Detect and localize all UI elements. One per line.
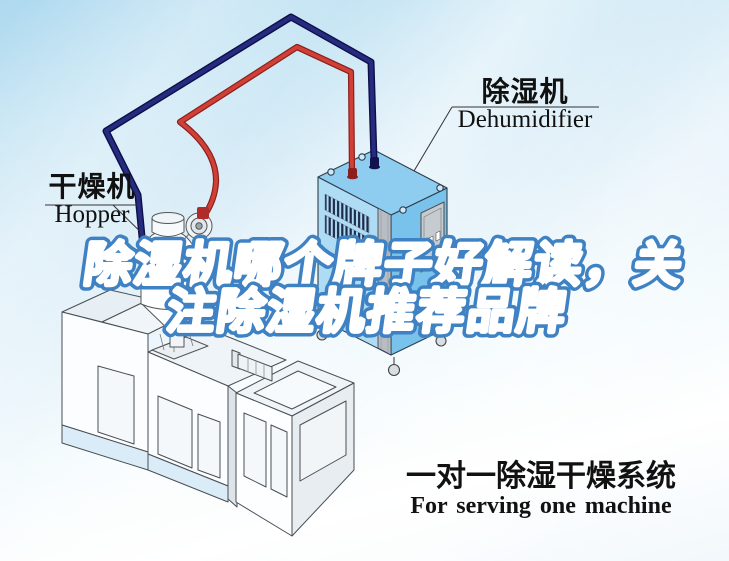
molding-machine-illustration xyxy=(61,289,355,537)
dehumidifier-label-zh: 除湿机 xyxy=(481,76,569,107)
dehumidifier-label: 除湿机 Dehumidifier xyxy=(450,77,600,133)
system-caption: 一对一除湿干燥系统 For serving one machine xyxy=(395,460,687,520)
system-caption-en: For serving one machine xyxy=(410,493,672,519)
hopper-label-en: Hopper xyxy=(54,201,130,228)
system-caption-zh: 一对一除湿干燥系统 xyxy=(406,460,676,493)
hopper-leader-line xyxy=(45,204,153,244)
dehumidifier-label-en: Dehumidifier xyxy=(457,106,593,133)
watermark-line1: 除湿机哪个牌子好解读，关 xyxy=(81,238,688,292)
watermark: 除湿机哪个牌子好解读，关 除湿机哪个牌子好解读，关 注除湿机推荐品牌 注除湿机推… xyxy=(75,233,693,344)
drying-hopper-illustration xyxy=(140,212,213,360)
watermark-line2: 注除湿机推荐品牌 xyxy=(164,285,571,339)
watermark-line2-outline: 注除湿机推荐品牌 xyxy=(164,285,571,339)
hopper-label-zh: 干燥机 xyxy=(48,171,136,202)
hopper-label: 干燥机 Hopper xyxy=(40,172,144,228)
watermark-line1-outline: 除湿机哪个牌子好解读，关 xyxy=(81,238,688,292)
return-air-pipe-navy xyxy=(102,13,380,251)
dehumidifier-leader-line xyxy=(413,106,599,172)
supply-air-pipe-red xyxy=(176,43,358,220)
label-leader-lines xyxy=(45,106,599,244)
